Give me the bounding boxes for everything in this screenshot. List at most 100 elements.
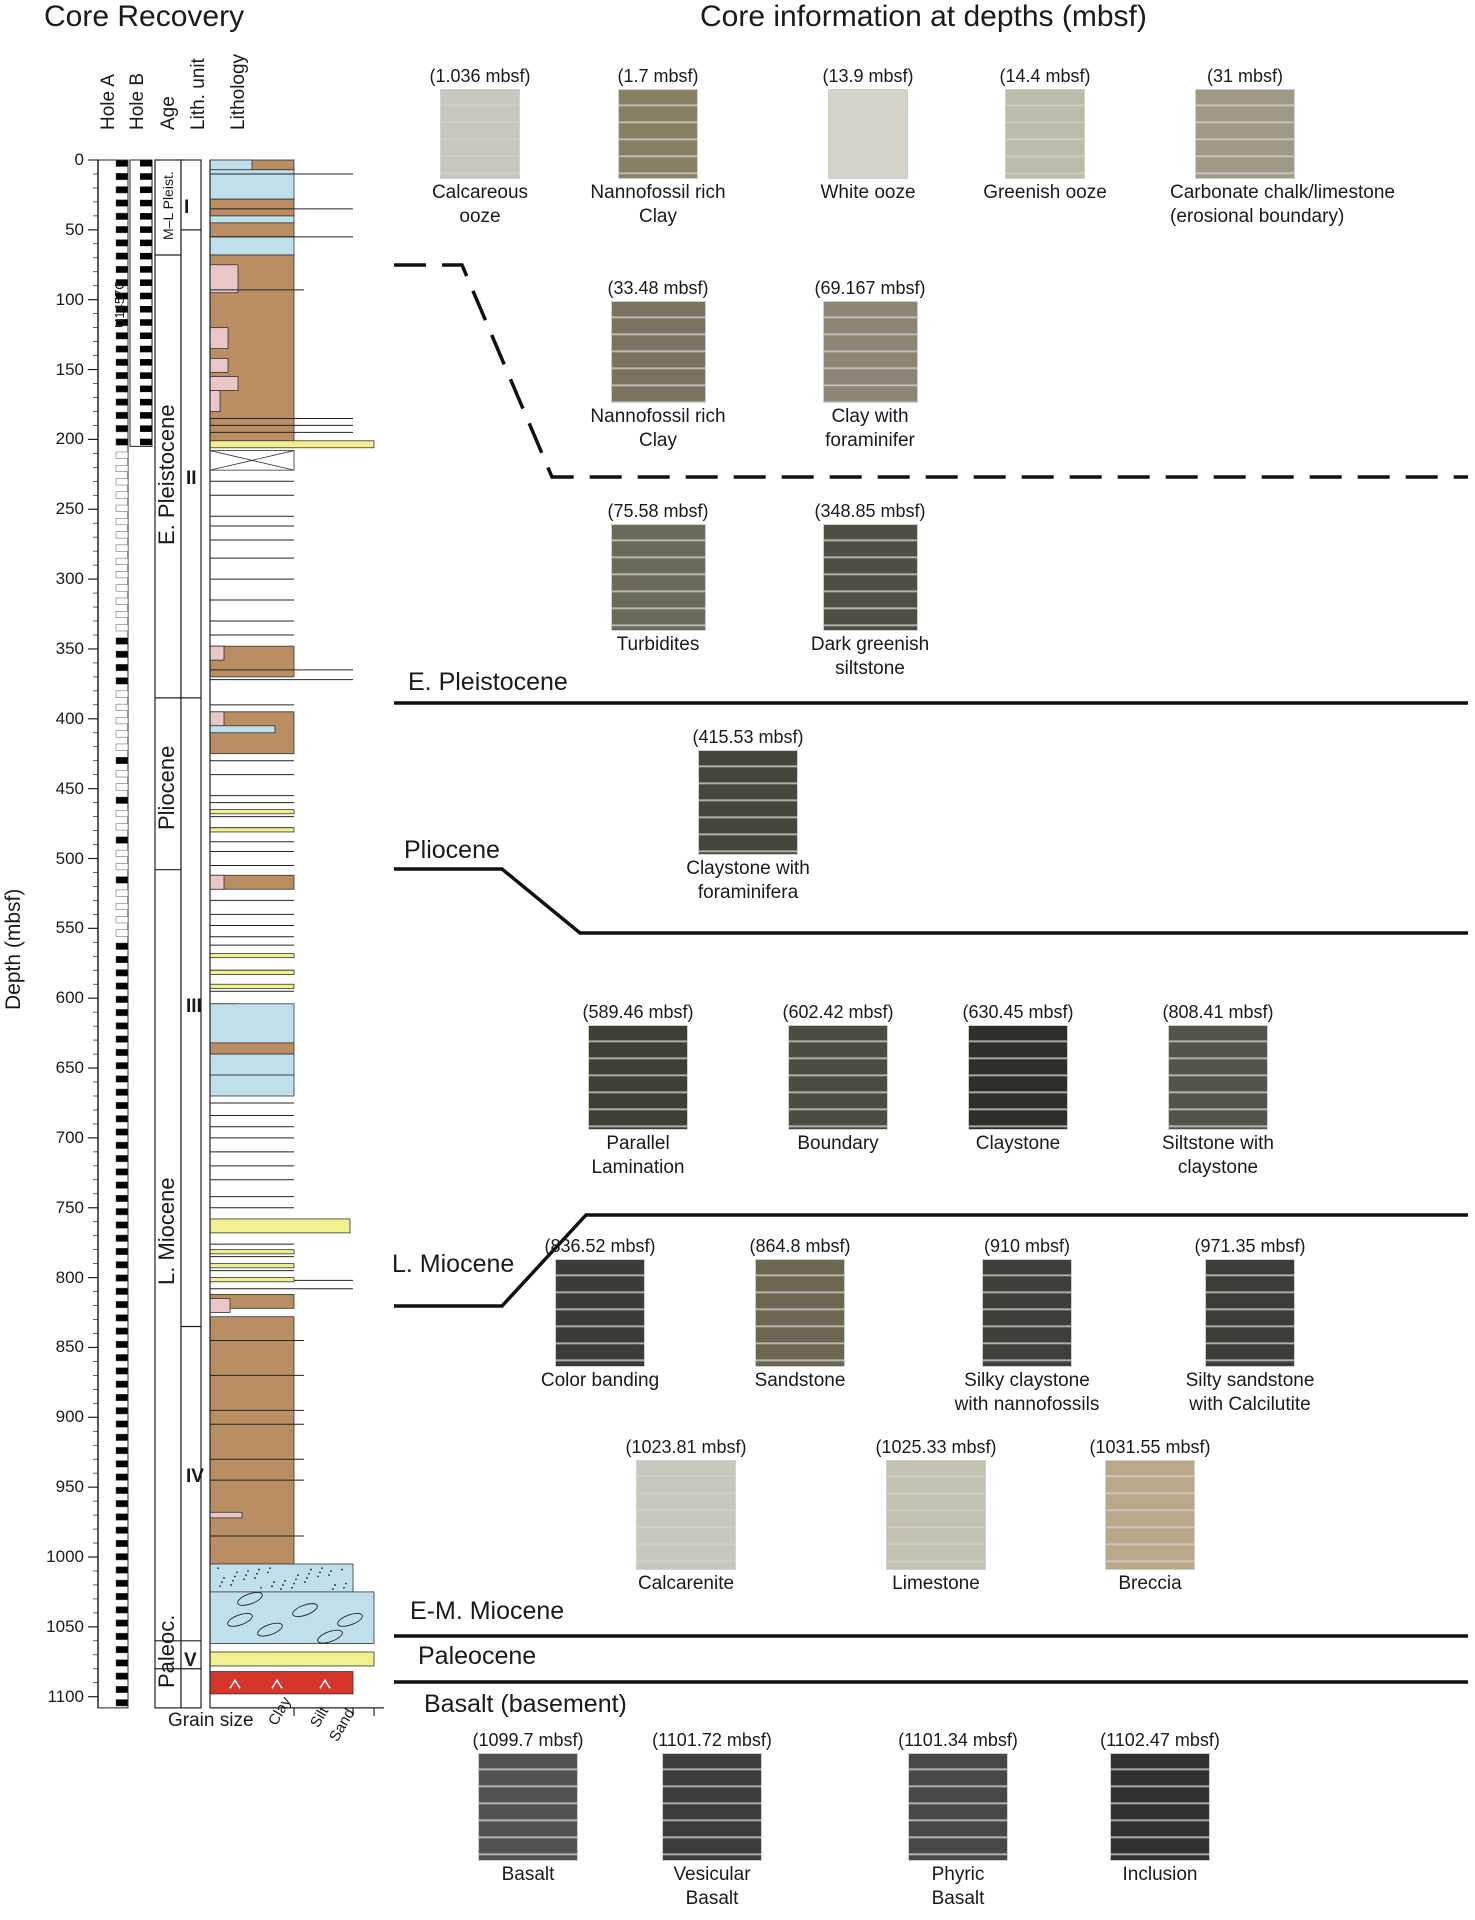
calcarenite-interval — [209, 1563, 354, 1593]
hole-a-core — [115, 1579, 129, 1587]
core-caption-line: Calcarenite — [637, 1573, 735, 1594]
core-depth-label: (1101.34 mbsf) — [898, 1730, 1018, 1750]
core-depth-label: (836.52 mbsf) — [544, 1236, 656, 1256]
stipple-dot — [217, 1567, 219, 1570]
hole-a-core — [115, 1632, 129, 1640]
core-caption: Claystone with foraminifera — [673, 857, 823, 905]
depth-tick-label: 50 — [65, 219, 84, 239]
section-e-m-miocene: E-M. Miocene — [410, 1597, 565, 1625]
core-caption-line: Vesicular — [673, 1864, 751, 1885]
clast-outline — [337, 1612, 363, 1627]
hole-a-core — [115, 531, 129, 539]
stipple-dot — [297, 1574, 299, 1577]
core-depth-label: (33.48 mbsf) — [607, 278, 709, 298]
core-card: (415.53 mbsf) Claystone with foraminifera — [673, 726, 823, 905]
core-depth-label: (75.58 mbsf) — [607, 501, 709, 521]
hole-a-core — [115, 610, 129, 618]
hole-b-core — [140, 345, 152, 353]
section-paleocene: Paleocene — [418, 1642, 537, 1670]
core-caption: Claystone — [943, 1132, 1093, 1156]
hole-a-core — [115, 372, 129, 380]
unit-i: I — [184, 197, 190, 218]
core-caption-line: Nannofossil rich — [590, 182, 726, 203]
core-photo — [886, 1460, 986, 1570]
core-caption-line: White ooze — [820, 182, 916, 203]
core-caption-line: Nannofossil rich — [590, 406, 726, 427]
core-photo — [440, 89, 520, 179]
hole-a-core — [115, 319, 129, 327]
hole-a-core — [115, 239, 129, 247]
hole-a-core — [115, 1354, 129, 1362]
hole-a-core — [115, 1473, 129, 1481]
hole-a-core — [115, 159, 129, 167]
hole-a-core — [115, 1407, 129, 1415]
core-card: (602.42 mbsf)Boundary — [763, 1001, 913, 1156]
lithology-interval — [209, 1316, 295, 1565]
core-depth-label: (971.35 mbsf) — [1194, 1236, 1306, 1256]
hole-a-core — [115, 1141, 129, 1149]
hole-b-core — [140, 279, 152, 286]
stipple-dot — [310, 1568, 312, 1571]
hole-a-core — [115, 1606, 129, 1614]
hole-a-core — [115, 385, 129, 393]
core-depth-label: (348.85 mbsf) — [814, 501, 926, 521]
stipple-dot — [291, 1586, 293, 1589]
hole-b-core — [140, 305, 152, 313]
l-miocene-boundary — [394, 1213, 1468, 1308]
depth-tick-label: 1000 — [46, 1547, 84, 1566]
core-depth-label: (415.53 mbsf) — [692, 727, 804, 747]
core-photo — [662, 1753, 762, 1861]
hole-a-core — [115, 186, 129, 194]
hole-a-core — [115, 876, 129, 884]
hole-b-core — [140, 332, 152, 340]
hole-a-core — [115, 1234, 129, 1242]
basalt-symbol — [319, 1678, 331, 1689]
stipple-dot — [317, 1575, 319, 1578]
core-caption-line: Basalt — [685, 1888, 739, 1909]
depth-tick-label: 600 — [55, 988, 84, 1008]
hole-a-core — [115, 796, 129, 804]
stipple-dot — [234, 1575, 236, 1578]
core-card: (630.45 mbsf)Claystone — [943, 1001, 1093, 1156]
hole-a-core — [115, 1699, 129, 1707]
core-caption-line: Basalt — [501, 1864, 555, 1885]
hole-a-core — [115, 1115, 129, 1123]
core-depth-label: (864.8 mbsf) — [749, 1236, 851, 1256]
hole-a-core — [115, 438, 129, 446]
core-caption-line: Claystone with — [686, 858, 810, 879]
core-caption-line: Boundary — [797, 1133, 879, 1154]
core-caption-line: siltstone — [835, 658, 905, 679]
core-caption-line: Silty sandstone — [1185, 1370, 1315, 1391]
hole-a-core — [115, 332, 129, 340]
hole-a-core — [115, 863, 129, 871]
unit-iv: IV — [186, 1466, 204, 1487]
core-caption-line: Calcareous — [431, 182, 529, 203]
hole-a-core — [115, 1261, 129, 1269]
no-recovery-mark — [209, 450, 295, 471]
core-card: (1031.55 mbsf)Breccia — [1075, 1436, 1225, 1596]
core-photo — [1205, 1259, 1295, 1367]
hole-a-core — [115, 358, 129, 366]
hole-a-core — [115, 265, 129, 273]
hole-b-core — [140, 438, 152, 446]
core-card: (75.58 mbsf)Turbidites — [583, 500, 733, 657]
section-l-miocene: L. Miocene — [392, 1250, 515, 1278]
core-card: (836.52 mbsf)Color banding — [525, 1235, 675, 1393]
core-caption: Sandstone — [725, 1369, 875, 1393]
hole-a-core — [115, 849, 129, 857]
hole-a-core — [115, 1367, 129, 1375]
hole-a-core — [115, 1593, 129, 1601]
stipple-dot — [334, 1584, 336, 1586]
clast-outline — [317, 1629, 343, 1644]
core-caption-line: foraminifera — [697, 882, 799, 903]
core-card: (1102.47 mbsf)Inclusion — [1085, 1729, 1235, 1887]
core-caption: Inclusion — [1085, 1863, 1235, 1887]
